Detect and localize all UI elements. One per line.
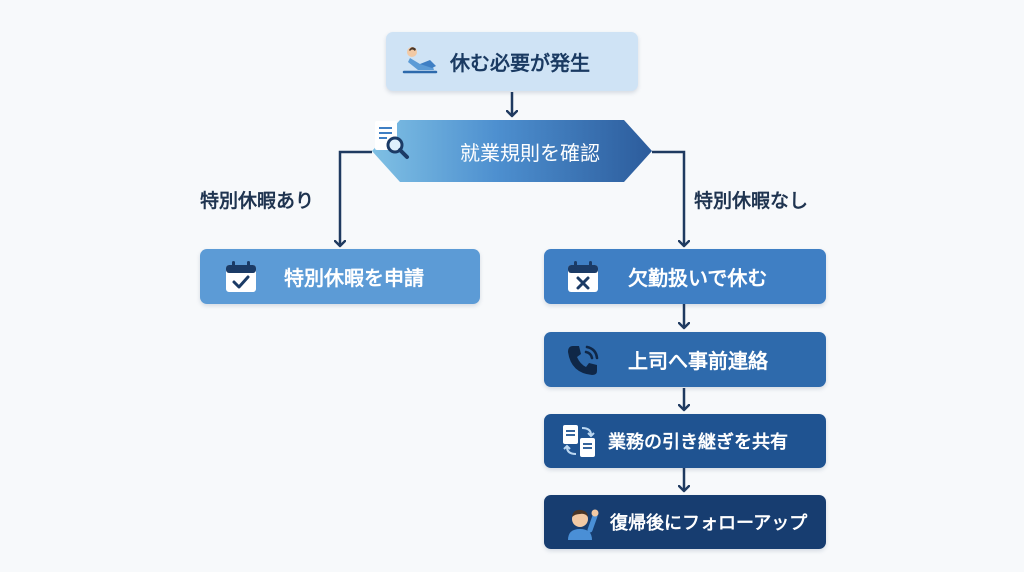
node-absence: 欠勤扱いで休む [544, 249, 826, 304]
arrow-check-to-absence [652, 150, 684, 246]
phone-icon [564, 341, 602, 379]
arrow-check-to-special-leave [340, 150, 372, 246]
calendar-check-icon [222, 258, 260, 296]
document-search-icon [375, 121, 450, 172]
reclining-person-icon [400, 42, 440, 82]
node-handover-label: 業務の引き継ぎを共有 [608, 432, 788, 453]
node-start-label: 休む必要が発生 [450, 51, 590, 75]
node-check-rules-label: 就業規則を確認 [460, 140, 600, 165]
document-exchange-icon [560, 422, 598, 460]
node-check-rules: 就業規則を確認 [370, 118, 654, 184]
branch-label-special-leave: 特別休暇あり [200, 190, 315, 212]
node-follow-up-label: 復帰後にフォローアップ [610, 513, 808, 534]
node-contact-boss-label: 上司へ事前連絡 [628, 349, 768, 373]
node-apply-special-leave: 特別休暇を申請 [200, 249, 480, 304]
calendar-x-icon [564, 258, 602, 296]
node-follow-up: 復帰後にフォローアップ [544, 495, 826, 549]
waving-person-icon [562, 502, 602, 542]
node-handover: 業務の引き継ぎを共有 [544, 414, 826, 468]
node-apply-special-leave-label: 特別休暇を申請 [284, 266, 424, 290]
node-start: 休む必要が発生 [386, 32, 638, 91]
node-contact-boss: 上司へ事前連絡 [544, 332, 826, 387]
node-absence-label: 欠勤扱いで休む [628, 266, 768, 290]
branch-label-no-special-leave: 特別休暇なし [694, 190, 809, 212]
